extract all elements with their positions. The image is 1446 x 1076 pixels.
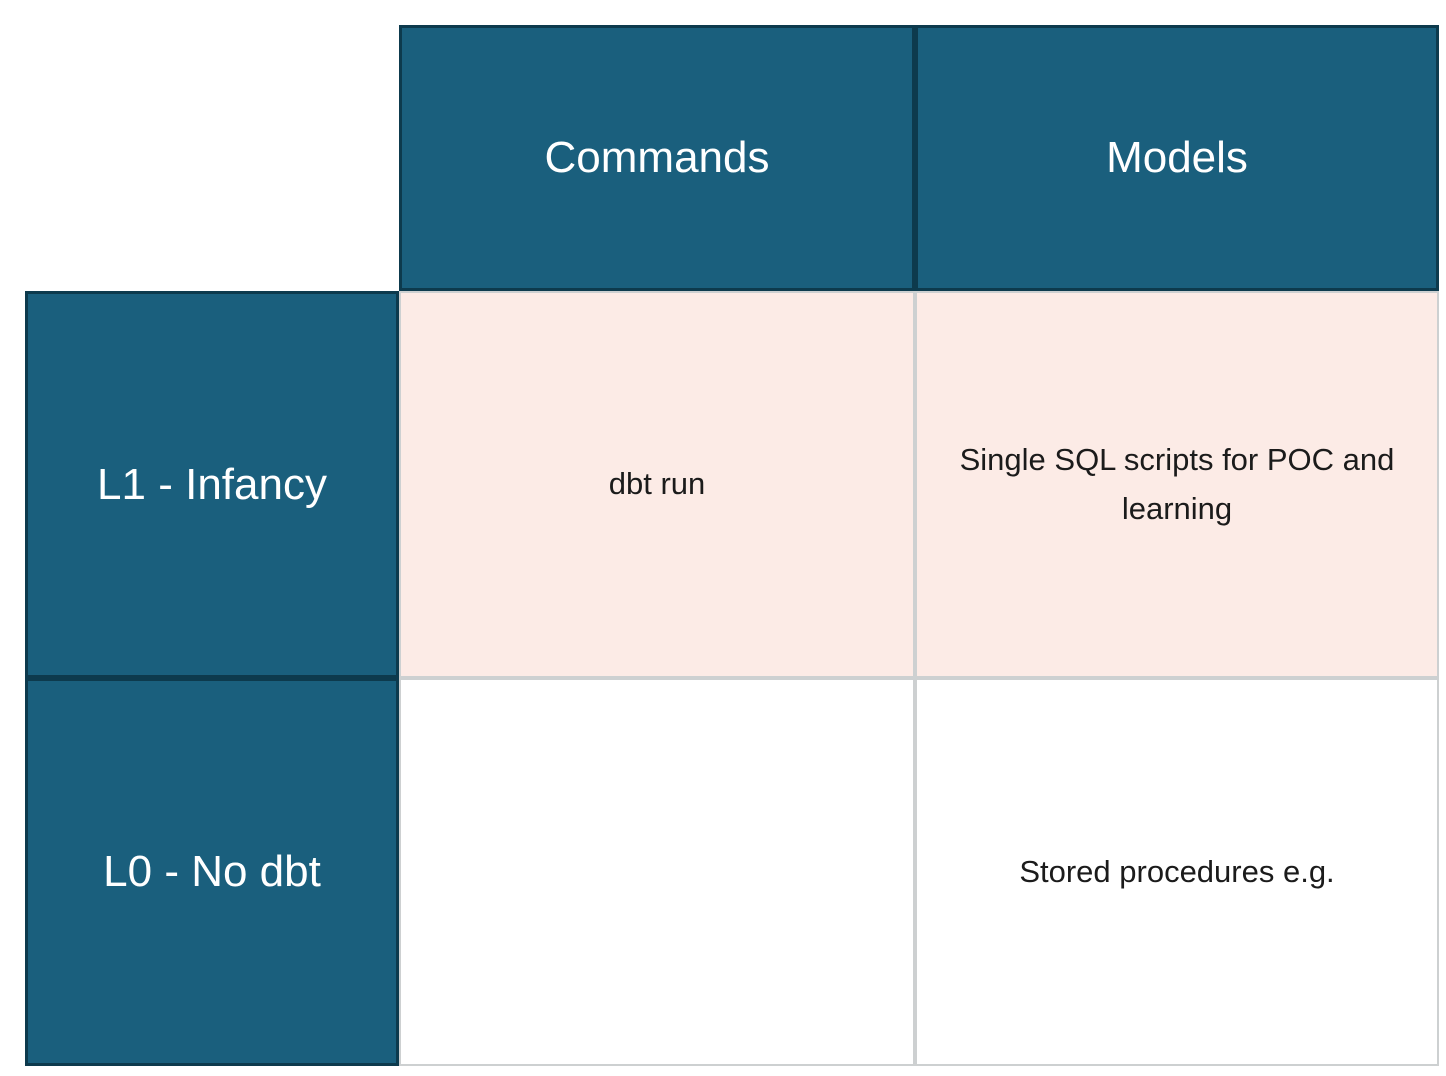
cell-l1-models: Single SQL scripts for POC and learning xyxy=(915,291,1439,678)
maturity-table: Commands Models L1 - Infancy dbt run Sin… xyxy=(25,25,1439,1066)
cell-l1-models-text: Single SQL scripts for POC and learning xyxy=(959,442,1395,526)
cell-l0-models: Stored procedures e.g. xyxy=(915,678,1439,1066)
column-header-commands-label: Commands xyxy=(544,133,770,182)
row-header-l0-label: L0 - No dbt xyxy=(103,847,321,896)
row-header-l1-infancy: L1 - Infancy xyxy=(25,291,399,678)
row-header-l1-label: L1 - Infancy xyxy=(97,459,327,509)
cell-l1-commands-text: dbt run xyxy=(608,466,706,502)
column-header-models: Models xyxy=(915,25,1439,291)
cell-l1-commands: dbt run xyxy=(399,291,915,678)
column-header-commands: Commands xyxy=(399,25,915,291)
cell-l0-commands xyxy=(399,678,915,1066)
column-header-models-label: Models xyxy=(1106,133,1248,182)
row-header-l0-no-dbt: L0 - No dbt xyxy=(25,678,399,1066)
cell-l0-models-text: Stored procedures e.g. xyxy=(1019,853,1335,889)
corner-empty-cell xyxy=(25,25,399,291)
